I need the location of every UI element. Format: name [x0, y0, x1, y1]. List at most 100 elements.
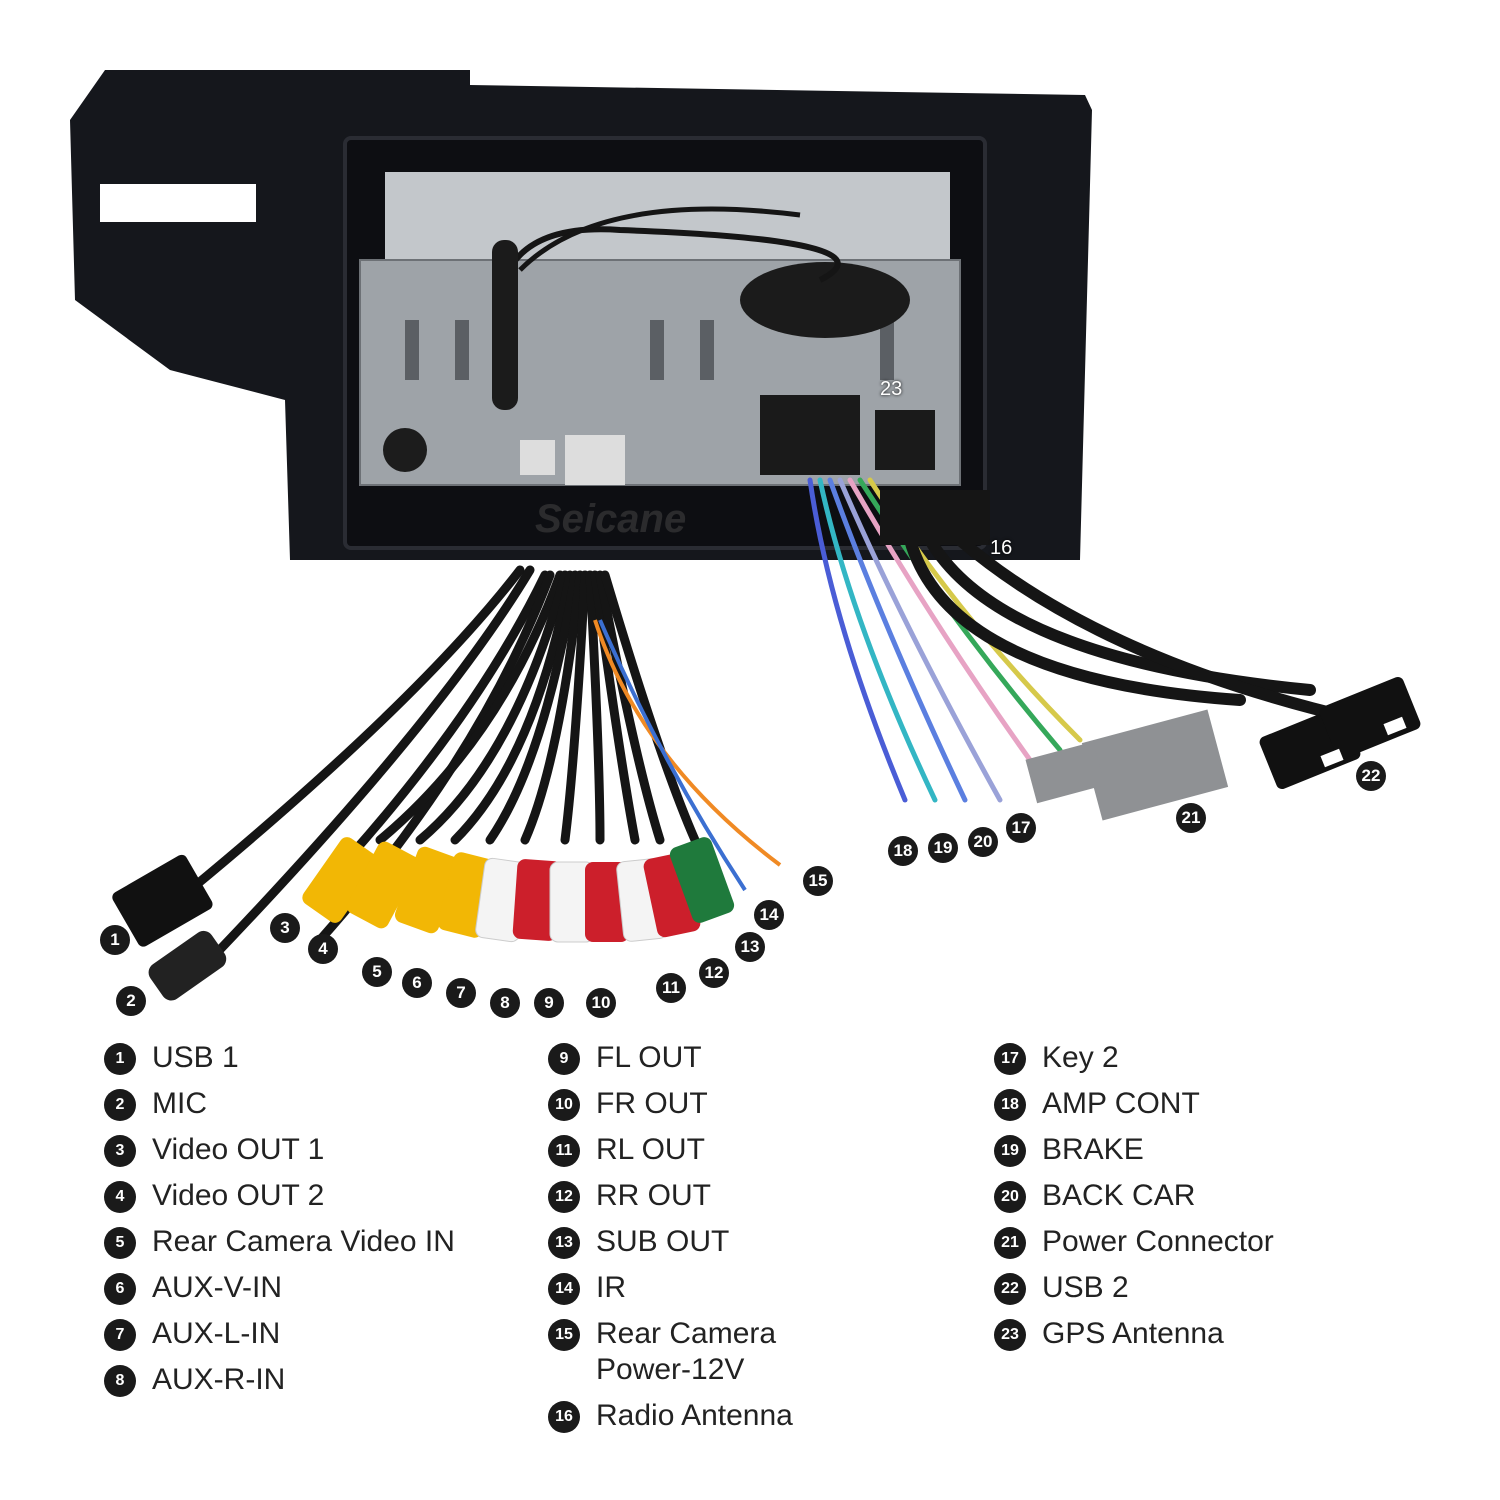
legend-label: Power Connector — [1042, 1225, 1274, 1258]
legend-item: 17 Key 2 — [994, 1040, 1274, 1076]
legend-label: RL OUT — [596, 1133, 705, 1166]
callout-14: 14 — [754, 900, 784, 930]
legend-number: 11 — [548, 1135, 580, 1167]
legend-item: 18 AMP CONT — [994, 1086, 1274, 1122]
legend-label: BACK CAR — [1042, 1179, 1196, 1212]
legend-number: 22 — [994, 1273, 1026, 1305]
legend-item: 16 Radio Antenna — [548, 1398, 826, 1434]
callout-19: 19 — [928, 833, 958, 863]
legend-label: RR OUT — [596, 1179, 711, 1212]
callout-3: 3 — [270, 913, 300, 943]
legend-number: 4 — [104, 1181, 136, 1213]
callout-4: 4 — [308, 934, 338, 964]
small-socket — [520, 440, 555, 475]
watermark: Seicane — [535, 497, 686, 541]
wifi-antenna — [492, 240, 518, 410]
callout-1: 1 — [100, 925, 130, 955]
callout-18: 18 — [888, 836, 918, 866]
legend-number: 1 — [104, 1043, 136, 1075]
legend-number: 6 — [104, 1273, 136, 1305]
legend-item: 8 AUX-R-IN — [104, 1362, 455, 1398]
callout-12: 12 — [699, 958, 729, 988]
legend-label: USB 2 — [1042, 1271, 1129, 1304]
legend-label: BRAKE — [1042, 1133, 1144, 1166]
radio-antenna-port — [383, 428, 427, 472]
legend-item: 13 SUB OUT — [548, 1224, 826, 1260]
legend-item: 14 IR — [548, 1270, 826, 1306]
legend-number: 2 — [104, 1089, 136, 1121]
legend-label: Video OUT 1 — [152, 1133, 325, 1166]
wiring-diagram: Seicane — [70, 70, 1421, 1001]
legend-label: FR OUT — [596, 1087, 708, 1120]
legend-label: AUX-L-IN — [152, 1317, 281, 1350]
legend-item: 5 Rear Camera Video IN — [104, 1224, 455, 1260]
legend-item: 3 Video OUT 1 — [104, 1132, 455, 1168]
rca-plugs — [302, 837, 735, 943]
legend-label: MIC — [152, 1087, 207, 1120]
legend-label: AUX-R-IN — [152, 1363, 286, 1396]
legend-number: 10 — [548, 1089, 580, 1121]
legend-label: AMP CONT — [1042, 1087, 1200, 1120]
legend-number: 13 — [548, 1227, 580, 1259]
legend-column-2: 9 FL OUT 10 FR OUT 11 RL OUT 12 RR OUT 13 SUB… — [548, 1040, 826, 1444]
callout-13: 13 — [735, 932, 765, 962]
callout-11: 11 — [656, 973, 686, 1003]
legend-label: Rear Camera Video IN — [152, 1225, 455, 1258]
legend-label: USB 1 — [152, 1041, 239, 1074]
callout-5: 5 — [362, 957, 392, 987]
legend-number: 20 — [994, 1181, 1026, 1213]
legend-item: 15 Rear Camera Power-12V — [548, 1316, 826, 1388]
callout-23: 23 — [880, 378, 903, 400]
legend-number: 9 — [548, 1043, 580, 1075]
callout-10: 10 — [586, 988, 616, 1018]
callout-2: 2 — [116, 986, 146, 1016]
legend-label: Key 2 — [1042, 1041, 1119, 1074]
legend-item: 11 RL OUT — [548, 1132, 826, 1168]
aux-socket — [565, 435, 625, 485]
power-connector — [1081, 709, 1229, 821]
legend-label: FL OUT — [596, 1041, 702, 1074]
frame-slot — [96, 180, 260, 226]
mic-plug — [148, 930, 227, 1001]
legend-number: 8 — [104, 1365, 136, 1397]
legend-number: 17 — [994, 1043, 1026, 1075]
callout-6: 6 — [402, 968, 432, 998]
legend-item: 9 FL OUT — [548, 1040, 826, 1076]
legend-number: 12 — [548, 1181, 580, 1213]
callout-8: 8 — [490, 988, 520, 1018]
legend-item: 12 RR OUT — [548, 1178, 826, 1214]
legend-item: 20 BACK CAR — [994, 1178, 1274, 1214]
legend-item: 1 USB 1 — [104, 1040, 455, 1076]
legend-item: 2 MIC — [104, 1086, 455, 1122]
gps-antenna — [740, 262, 910, 338]
main-socket — [760, 395, 860, 475]
legend-label: Rear Camera Power-12V — [596, 1317, 777, 1386]
callout-21: 21 — [1176, 803, 1206, 833]
legend-label: IR — [596, 1271, 626, 1304]
legend-number: 5 — [104, 1227, 136, 1259]
legend-number: 3 — [104, 1135, 136, 1167]
legend-number: 14 — [548, 1273, 580, 1305]
legend-item: 4 Video OUT 2 — [104, 1178, 455, 1214]
legend-label: Video OUT 2 — [152, 1179, 325, 1212]
legend-label: AUX-V-IN — [152, 1271, 283, 1304]
legend-number: 16 — [548, 1401, 580, 1433]
legend-number: 18 — [994, 1089, 1026, 1121]
legend-item: 10 FR OUT — [548, 1086, 826, 1122]
callout-22: 22 — [1356, 761, 1386, 791]
legend-item: 22 USB 2 — [994, 1270, 1274, 1306]
callout-16: 16 — [990, 537, 1013, 559]
legend-label: SUB OUT — [596, 1225, 730, 1258]
gps-port — [875, 410, 935, 470]
usb1-plug — [112, 854, 213, 947]
callout-17: 17 — [1006, 813, 1036, 843]
legend-number: 15 — [548, 1319, 580, 1351]
legend-label: Radio Antenna — [596, 1399, 793, 1432]
legend-number: 23 — [994, 1319, 1026, 1351]
callout-20: 20 — [968, 827, 998, 857]
